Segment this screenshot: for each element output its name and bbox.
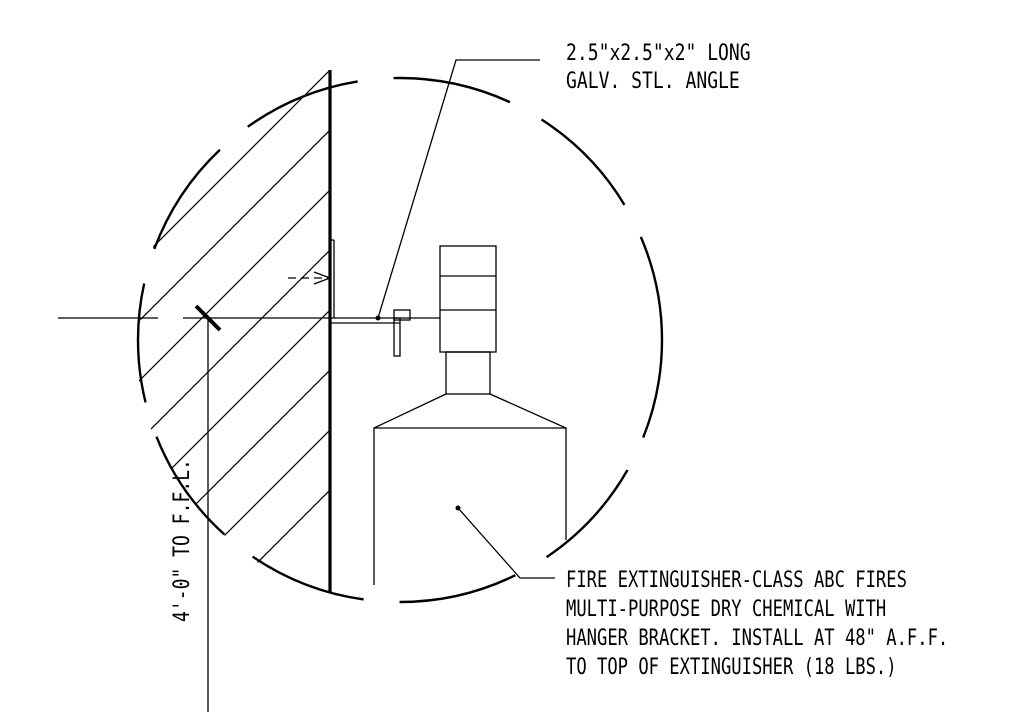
extinguisher-handle <box>439 245 497 353</box>
extinguisher-note-line-4: TO TOP OF EXTINGUISHER (18 LBS.) <box>566 655 897 680</box>
extinguisher-note-line-3: HANGER BRACKET. INSTALL AT 48" A.F.F. <box>566 626 949 651</box>
wall-hatching <box>138 70 330 590</box>
extinguisher-neck <box>445 351 491 395</box>
extinguisher-shoulder-left <box>373 393 447 585</box>
extinguisher-note-line-2: MULTI-PURPOSE DRY CHEMICAL WITH <box>566 597 887 622</box>
extinguisher-note-line-1: FIRE EXTINGUISHER-CLASS ABC FIRES <box>566 568 907 593</box>
angle-note-line-2: GALV. STL. ANGLE <box>566 69 740 94</box>
anchor-arrow-head <box>313 271 332 285</box>
angle-note-line-1: 2.5"x2.5"x2" LONG <box>566 41 751 66</box>
angle-leg <box>393 317 401 357</box>
angle-flange <box>393 309 411 321</box>
extinguisher-leader <box>457 507 555 579</box>
angle-note: 2.5"x2.5"x2" LONG GALV. STL. ANGLE <box>566 40 751 96</box>
angle-leader <box>377 59 540 319</box>
dimension-label: 4'-0" TO F.F.L. <box>170 459 195 622</box>
detail-boundary-circle <box>136 76 664 604</box>
extinguisher-note: FIRE EXTINGUISHER-CLASS ABC FIRES MULTI-… <box>566 566 948 682</box>
extinguisher-shoulder-right <box>489 393 567 540</box>
